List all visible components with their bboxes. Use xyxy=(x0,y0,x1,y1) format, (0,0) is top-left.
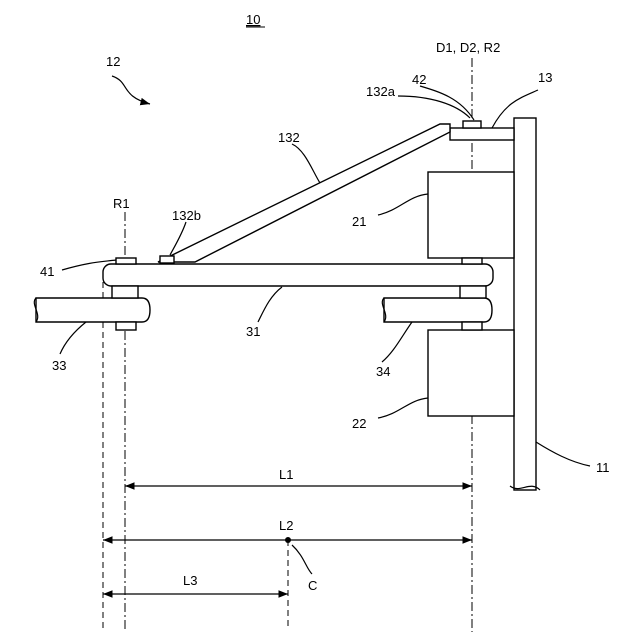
label-assembly: 12 xyxy=(106,54,120,69)
pivot-right-top xyxy=(462,258,482,264)
pivot-41-bottom xyxy=(116,322,136,330)
label-bracket: 13 xyxy=(538,70,552,85)
label-axis-right: D1, D2, R2 xyxy=(436,40,500,55)
unit-22 xyxy=(428,330,514,416)
dimension-l3-label: L3 xyxy=(183,573,197,588)
label-axis-left: R1 xyxy=(113,196,130,211)
strut-end-132b xyxy=(160,256,174,263)
bracket-13 xyxy=(450,128,514,140)
label-strut-end-a: 132a xyxy=(366,84,396,99)
wall-11 xyxy=(514,118,536,490)
leader-132a xyxy=(398,96,470,118)
label-strut-end-b: 132b xyxy=(172,208,201,223)
leader-21 xyxy=(378,194,428,215)
dimension-l1-label: L1 xyxy=(279,467,293,482)
label-link-right: 34 xyxy=(376,364,390,379)
label-pivot-left: 41 xyxy=(40,264,54,279)
strut-132 xyxy=(158,124,450,262)
pivot-right-bottom xyxy=(462,322,482,330)
label-point-c: C xyxy=(308,578,317,593)
unit-21 xyxy=(428,172,514,258)
leader-31 xyxy=(258,287,282,322)
point-c-marker xyxy=(285,537,291,543)
label-pivot-right: 42 xyxy=(412,72,426,87)
pivot-right-mid xyxy=(460,286,486,298)
label-link-left: 33 xyxy=(52,358,66,373)
leader-34 xyxy=(382,322,412,362)
label-unit-lower: 22 xyxy=(352,416,366,431)
figure-number: 10 xyxy=(246,12,260,27)
leader-33 xyxy=(60,322,86,354)
arm-31 xyxy=(103,264,493,286)
leader-11 xyxy=(536,442,590,466)
dimension-l2-label: L2 xyxy=(279,518,293,533)
strut-end-132a xyxy=(463,121,481,128)
leader-22 xyxy=(378,398,428,418)
label-arm: 31 xyxy=(246,324,260,339)
label-strut: 132 xyxy=(278,130,300,145)
label-unit-upper: 21 xyxy=(352,214,366,229)
label-wall: 11 xyxy=(596,460,610,475)
pivot-41-mid xyxy=(112,286,138,298)
pivot-41-top xyxy=(116,258,136,264)
leader-132 xyxy=(292,144,320,183)
leader-c xyxy=(292,545,312,574)
assembly-leader-arrow xyxy=(112,76,150,104)
link-33 xyxy=(36,298,150,322)
link-34 xyxy=(384,298,492,322)
